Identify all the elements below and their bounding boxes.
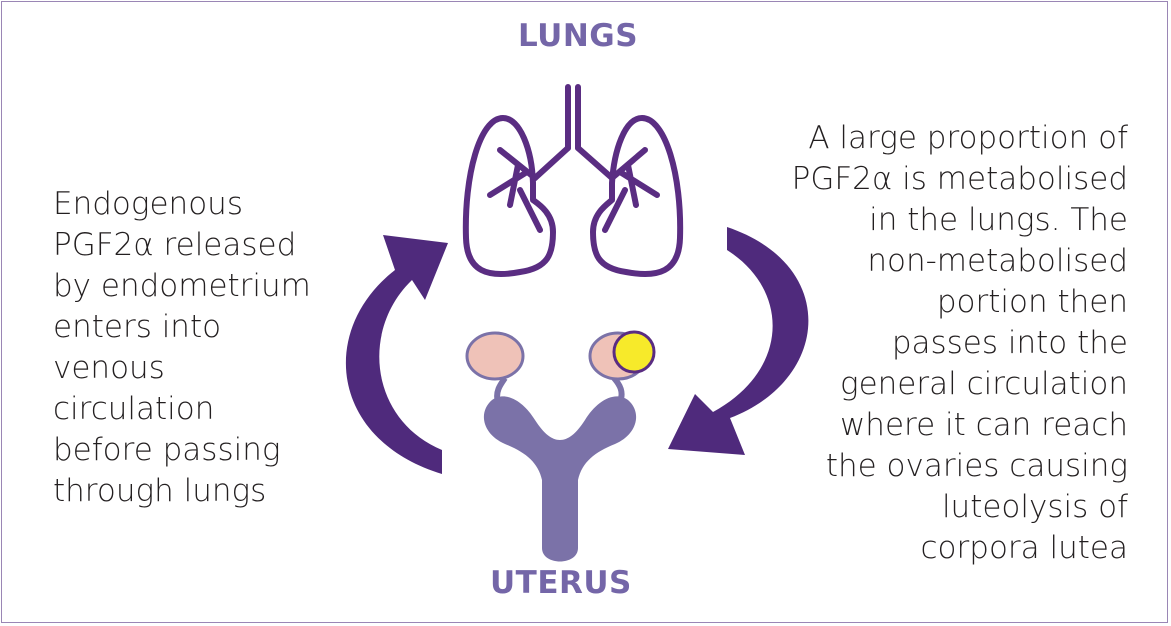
right-line: A large proportion of bbox=[808, 120, 1128, 156]
lungs-icon bbox=[462, 84, 684, 278]
right-line: where it can reach bbox=[839, 407, 1128, 443]
left-line: before passing bbox=[53, 432, 281, 468]
right-line: non-metabolised bbox=[867, 243, 1128, 279]
curved-arrow-up-icon bbox=[345, 235, 448, 474]
left-line: Endogenous bbox=[53, 186, 243, 222]
lungs-title: LUNGS bbox=[518, 18, 639, 54]
ovary-left-icon bbox=[465, 331, 525, 381]
left-line: enters into bbox=[53, 309, 222, 345]
curved-arrow-down-icon bbox=[668, 227, 809, 455]
right-line: portion then bbox=[936, 284, 1128, 320]
left-description: Endogenous PGF2α released by endometrium… bbox=[53, 184, 311, 512]
right-line: passes into the bbox=[891, 325, 1128, 361]
uterus-title: UTERUS bbox=[490, 565, 632, 601]
right-line: PGF2α is metabolised bbox=[791, 161, 1128, 197]
right-line: corpora lutea bbox=[920, 530, 1128, 566]
left-line: venous bbox=[53, 350, 165, 386]
right-description: A large proportion of PGF2α is metabolis… bbox=[740, 118, 1128, 569]
right-line: the ovaries causing bbox=[825, 448, 1128, 484]
right-line: in the lungs. The bbox=[869, 202, 1128, 238]
left-line: by endometrium bbox=[53, 268, 311, 304]
right-line: general circulation bbox=[839, 366, 1128, 402]
left-line: through lungs bbox=[53, 473, 267, 509]
left-line: PGF2α released bbox=[53, 227, 297, 263]
uterus-icon bbox=[483, 376, 637, 562]
right-line: luteolysis of bbox=[941, 489, 1128, 525]
left-line: circulation bbox=[53, 391, 215, 427]
corpus-luteum-icon bbox=[612, 330, 656, 374]
